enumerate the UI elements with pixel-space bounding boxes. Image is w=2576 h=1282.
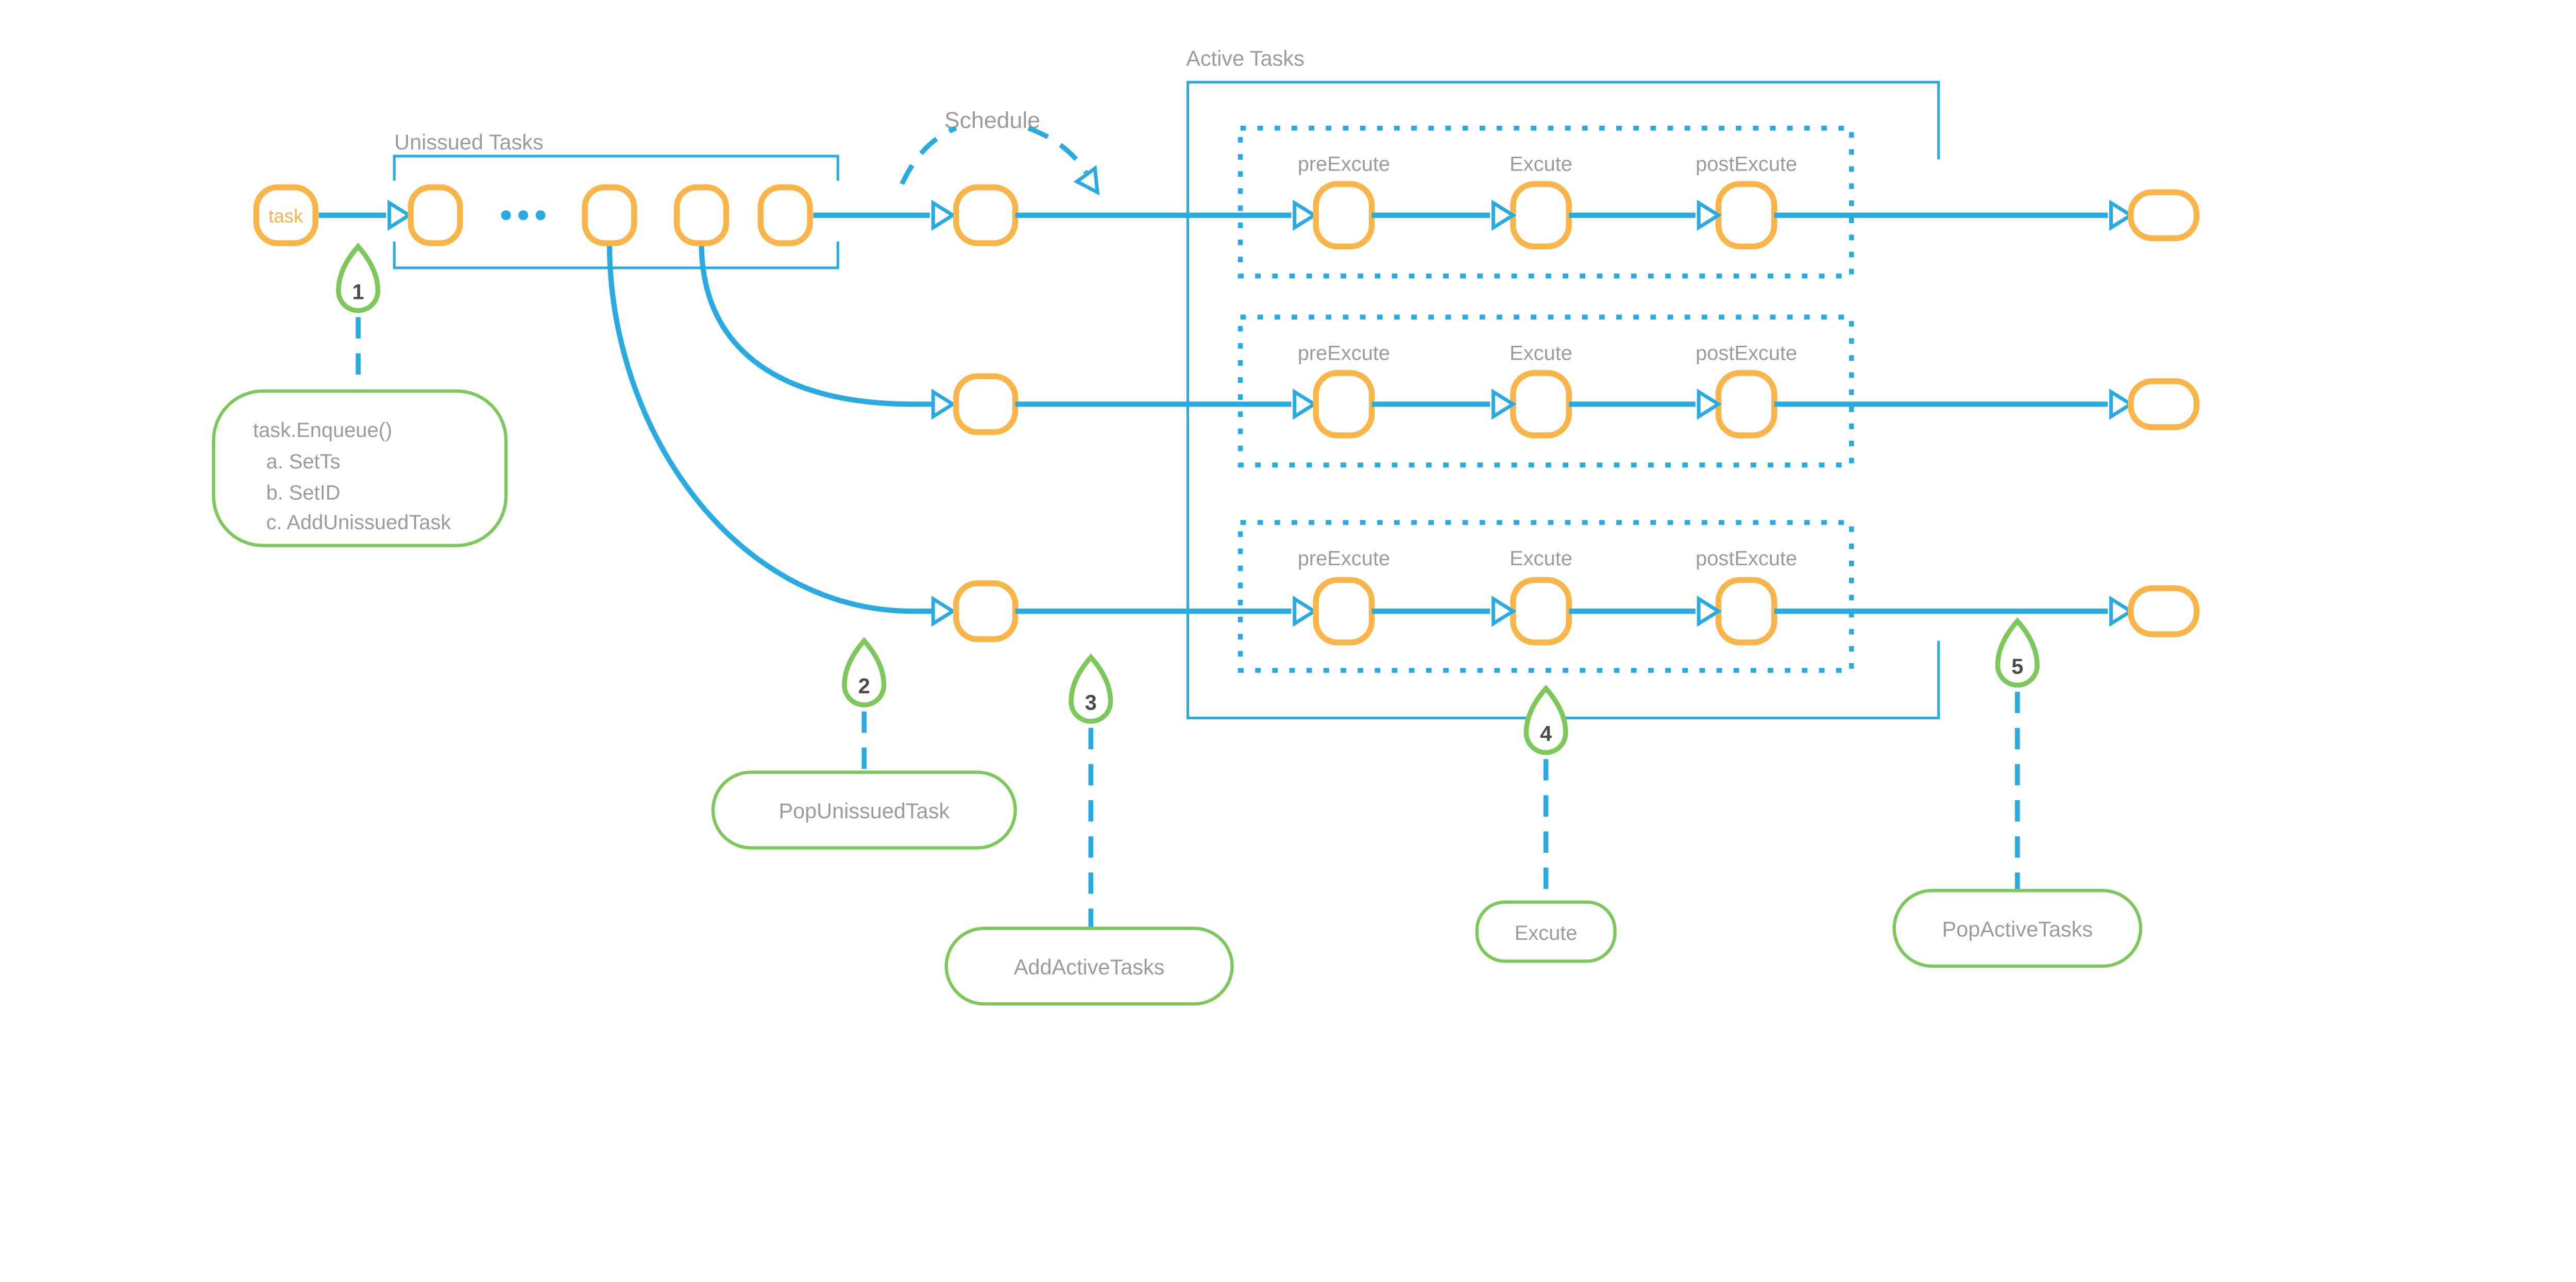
enqueue-line-3: c. AddUnissuedTask (266, 511, 451, 534)
queue-node (582, 184, 637, 246)
worker-start-node-row3 (953, 580, 1019, 643)
worker-start-node-row1 (953, 184, 1019, 246)
marker-pin-4 (1523, 684, 1568, 755)
schedule-arc-left (900, 126, 957, 185)
active-tasks-label: Active Tasks (1186, 46, 1304, 71)
row3-feed-arrowhead (1293, 595, 1318, 627)
excute-node (1510, 577, 1572, 646)
queue-node (757, 184, 813, 246)
pre-excute-label: preExcute (1298, 153, 1390, 176)
callout-enqueue: 1 task.Enqueue() a. SetTs b. SetID c. Ad… (212, 243, 508, 547)
worker-start-node-row2 (953, 373, 1019, 435)
pipeline-row3: preExcute Excute postExcute (1238, 520, 1854, 673)
row1-exit-arrowhead (2109, 199, 2134, 231)
marker-pin-5 (1995, 617, 2040, 688)
marker-number-3: 3 (1085, 690, 1097, 715)
queue-node (674, 184, 730, 246)
curve-to-row3 (606, 243, 934, 614)
excute-node (1510, 181, 1572, 250)
enqueue-line-0: task.Enqueue() (253, 419, 392, 442)
post-excute-label: postExcute (1696, 547, 1797, 570)
excute-label: Excute (1510, 547, 1572, 570)
enqueue-arrowhead (387, 199, 413, 231)
pre-excute-label: preExcute (1298, 342, 1390, 364)
pipeline-row2: preExcute Excute postExcute (1238, 314, 1854, 468)
pre-excute-node (1313, 181, 1375, 250)
pop-unissued-pill (711, 770, 1017, 850)
task-scheduler-diagram: Unissued Tasks Schedule Active Tasks tas… (212, 46, 2200, 1006)
unissued-tasks-label: Unissued Tasks (394, 130, 543, 154)
add-active-pill (944, 926, 1234, 1006)
pop-unissued-label: PopUnissuedTask (778, 799, 950, 823)
pop-active-label: PopActiveTasks (1942, 917, 2093, 941)
pre-excute-node (1313, 370, 1375, 438)
excute-label: Excute (1510, 153, 1572, 176)
row2-exit-arrowhead (2109, 389, 2134, 420)
excute-pill-label: Excute (1515, 922, 1578, 944)
queue-node (408, 184, 463, 246)
post-excute-label: postExcute (1696, 153, 1797, 176)
curve-to-row2 (699, 243, 934, 407)
post-excute-label: postExcute (1696, 342, 1797, 364)
schedule-label: Schedule (944, 108, 1040, 133)
marker-number-4: 4 (1540, 721, 1552, 746)
marker-number-2: 2 (858, 674, 870, 698)
schedule-arc-arrowhead (1073, 165, 1100, 196)
diagram-canvas: Unissued Tasks Schedule Active Tasks tas… (212, 46, 2200, 1006)
exec-to-post-arrowhead (1697, 595, 1722, 627)
arrowhead-row2-in (931, 389, 957, 420)
task-node-label: task (268, 206, 303, 227)
pipeline-box (1238, 125, 1854, 279)
pre-excute-node (1313, 577, 1375, 646)
row1-feed-arrowhead (1293, 199, 1318, 231)
task-node (253, 184, 318, 246)
marker-pin-3 (1069, 653, 1113, 724)
pre-to-exec-arrowhead (1492, 199, 1517, 231)
row1-end-node (2128, 189, 2200, 242)
callout-pop-unissued: 2 PopUnissuedTask (711, 637, 1017, 850)
enqueue-line-1: a. SetTs (266, 450, 341, 473)
bracket-bottom (393, 241, 839, 269)
pre-excute-label: preExcute (1298, 547, 1390, 570)
exec-to-post-arrowhead (1697, 389, 1722, 420)
row3-end-node (2128, 585, 2200, 637)
post-excute-node (1715, 577, 1777, 646)
pre-to-exec-arrowhead (1492, 389, 1517, 420)
post-excute-node (1715, 181, 1777, 250)
marker-pin-2 (842, 637, 887, 707)
row2-feed-arrowhead (1293, 389, 1318, 420)
queue-to-schedule-arrowhead (931, 199, 957, 231)
marker-pin-1 (336, 243, 381, 313)
bracket-top (393, 155, 839, 181)
post-excute-node (1715, 370, 1777, 438)
row2-end-node (2128, 378, 2200, 430)
callout-excute: 4 Excute (1475, 684, 1617, 963)
queue-ellipsis-icon (501, 210, 546, 221)
unissued-queue (408, 184, 813, 246)
callout-pop-active: 5 PopActiveTasks (1892, 617, 2143, 968)
pipeline-box (1238, 520, 1854, 673)
enqueue-callout-box (212, 389, 508, 547)
excute-label: Excute (1510, 342, 1572, 364)
add-active-label: AddActiveTasks (1014, 955, 1165, 979)
enqueue-line-2: b. SetID (266, 481, 341, 504)
active-tasks-bracket (1186, 80, 1940, 720)
pipeline-box (1238, 314, 1854, 468)
marker-number-1: 1 (352, 279, 364, 303)
arrowhead-row3-in (931, 595, 957, 627)
pipeline-row1: preExcute Excute postExcute (1238, 125, 1854, 279)
pop-active-pill (1892, 889, 2143, 968)
excute-pill (1475, 900, 1617, 963)
schedule-arc-right (1027, 126, 1088, 174)
task-entry: task (253, 184, 413, 246)
marker-number-5: 5 (2011, 654, 2023, 678)
unissued-tasks-bracket (393, 155, 839, 269)
row3-exit-arrowhead (2109, 595, 2134, 627)
schedule-hop (900, 126, 1100, 196)
excute-node (1510, 370, 1572, 438)
pre-to-exec-arrowhead (1492, 595, 1517, 627)
exec-to-post-arrowhead (1697, 199, 1722, 231)
callout-add-active: 3 AddActiveTasks (944, 653, 1234, 1006)
